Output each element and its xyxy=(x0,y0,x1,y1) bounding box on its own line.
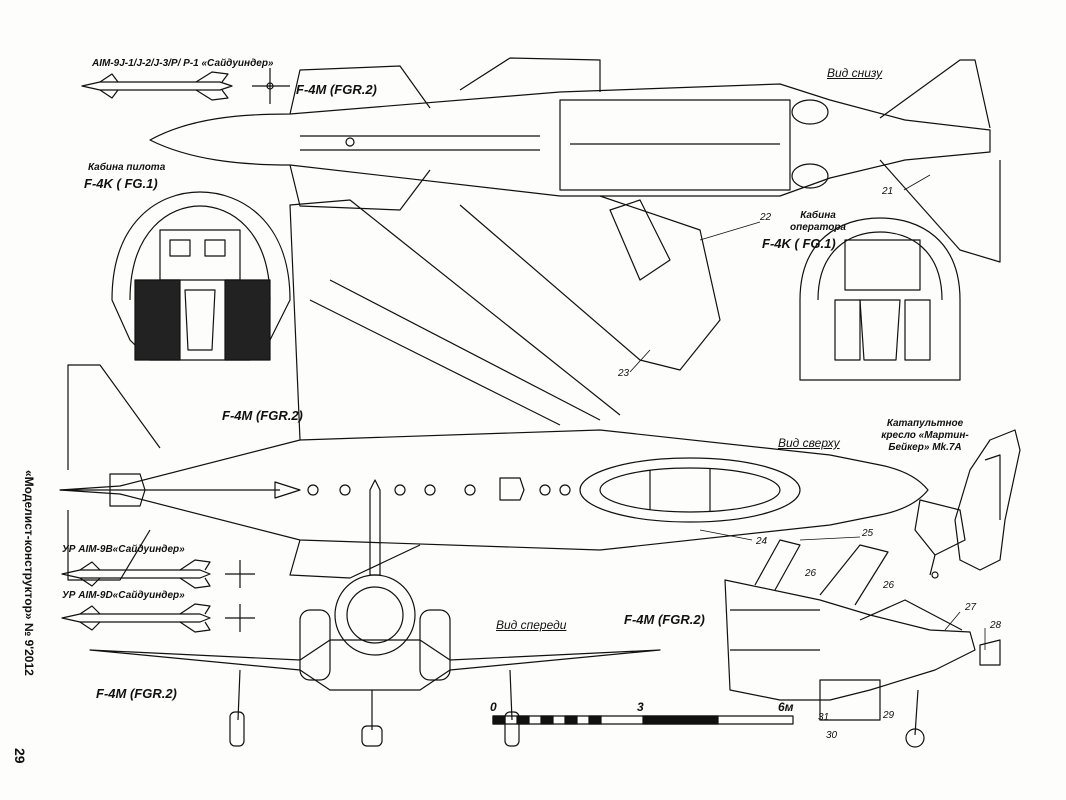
magazine-caption: «Моделист-конструктор» № 9'2012 xyxy=(22,470,36,676)
side-detail-drawing xyxy=(724,539,1001,748)
pilot-cockpit-drawing xyxy=(111,191,291,361)
callout-24: 24 xyxy=(756,536,768,547)
callout-29: 29 xyxy=(883,710,895,721)
missile-aim9j-label: AIM-9J-1/J-2/J-3/P/ P-1 «Сайдуиндер» xyxy=(92,58,274,69)
missile-aim9b-drawing xyxy=(61,559,255,589)
top-view-drawing xyxy=(59,199,929,581)
ejection-seat-drawing xyxy=(914,429,1021,579)
callout-21: 21 xyxy=(882,186,894,197)
front-view-drawing xyxy=(89,479,661,747)
missile-aim9b-label: УР AIM-9B«Сайдуиндер» xyxy=(62,544,185,555)
pilot-cabin-title: Кабина пилота xyxy=(88,162,166,173)
callout-31: 31 xyxy=(818,712,830,723)
callout-26a: 26 xyxy=(805,568,817,579)
view-from-below-label: Вид снизу xyxy=(827,66,883,80)
callout-28: 28 xyxy=(990,620,1002,631)
callout-30: 30 xyxy=(826,730,838,741)
callout-22: 22 xyxy=(760,212,772,223)
scale-end: 6м xyxy=(778,700,794,714)
missile-aim9j-drawing xyxy=(81,68,290,104)
callout-26b: 26 xyxy=(883,580,895,591)
callout-leaders xyxy=(629,174,986,650)
operator-cockpit-drawing xyxy=(799,217,961,381)
f4m-front-label: F-4M (FGR.2) xyxy=(96,686,177,701)
operator-cabin-model: F-4K ( FG.1) xyxy=(762,236,836,251)
scale-bar-drawing xyxy=(492,715,794,725)
ejection-seat-label: Катапультное кресло «Мартин-Бейкер» Mk.7… xyxy=(881,418,969,453)
f4m-bottom-view-label: F-4M (FGR.2) xyxy=(296,82,377,97)
callout-27: 27 xyxy=(965,602,977,613)
callout-25: 25 xyxy=(862,528,874,539)
callout-23: 23 xyxy=(618,368,630,379)
f4m-detail-label: F-4M (FGR.2) xyxy=(624,612,705,627)
page-number: 29 xyxy=(12,748,28,764)
pilot-cabin-model: F-4K ( FG.1) xyxy=(84,176,158,191)
f4m-top-view-label: F-4M (FGR.2) xyxy=(222,408,303,423)
scale-mid: 3 xyxy=(637,700,644,714)
operator-cabin-title: Кабина оператора xyxy=(790,210,846,233)
bottom-view-drawing xyxy=(149,57,1001,371)
view-front-label: Вид спереди xyxy=(496,618,567,632)
missile-aim9d-label: УР AIM-9D«Сайдуиндер» xyxy=(62,590,185,601)
scale-zero: 0 xyxy=(490,700,497,714)
missile-aim9d-drawing xyxy=(61,603,255,633)
view-from-above-label: Вид сверху xyxy=(778,436,840,450)
